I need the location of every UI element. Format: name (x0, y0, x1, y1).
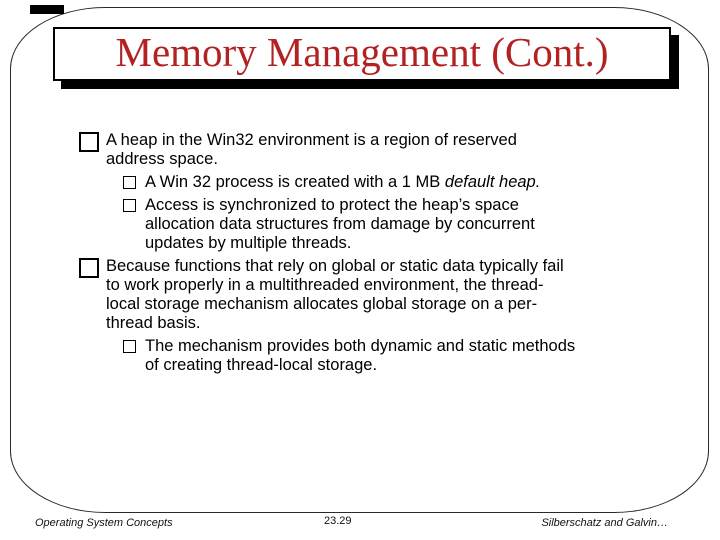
bullet-list: A heap in the Win32 environment is a reg… (79, 131, 685, 379)
slide-rounded-border (10, 7, 709, 513)
bullet-item: The mechanism provides both dynamic and … (123, 337, 685, 375)
bullet-item: A Win 32 process is created with a 1 MB … (123, 173, 685, 192)
bullet-text: A Win 32 process is created with a 1 MB … (145, 173, 541, 191)
square-bullet-icon (123, 340, 136, 353)
footer-authors: Silberschatz and Galvin… (541, 517, 668, 529)
bullet-text-italic: default heap. (444, 173, 541, 191)
footer-book-title: Operating System Concepts (35, 517, 173, 529)
square-bullet-icon (123, 199, 136, 212)
bullet-item: Because functions that rely on global or… (79, 257, 685, 333)
footer-page-number: 23.29 (324, 515, 352, 527)
bullet-text: Because functions that rely on global or… (106, 257, 564, 332)
title-box: Memory Management (Cont.) (53, 27, 671, 81)
bullet-text: Access is synchronized to protect the he… (145, 196, 535, 252)
square-bullet-icon (79, 132, 99, 152)
bullet-text: A heap in the Win32 environment is a reg… (106, 131, 517, 168)
bullet-item: Access is synchronized to protect the he… (123, 196, 685, 253)
corner-artifact-mark (30, 5, 64, 14)
bullet-item: A heap in the Win32 environment is a reg… (79, 131, 685, 169)
page-title: Memory Management (Cont.) (115, 29, 609, 75)
square-bullet-icon (79, 258, 99, 278)
bullet-text: The mechanism provides both dynamic and … (145, 337, 576, 374)
square-bullet-icon (123, 176, 136, 189)
